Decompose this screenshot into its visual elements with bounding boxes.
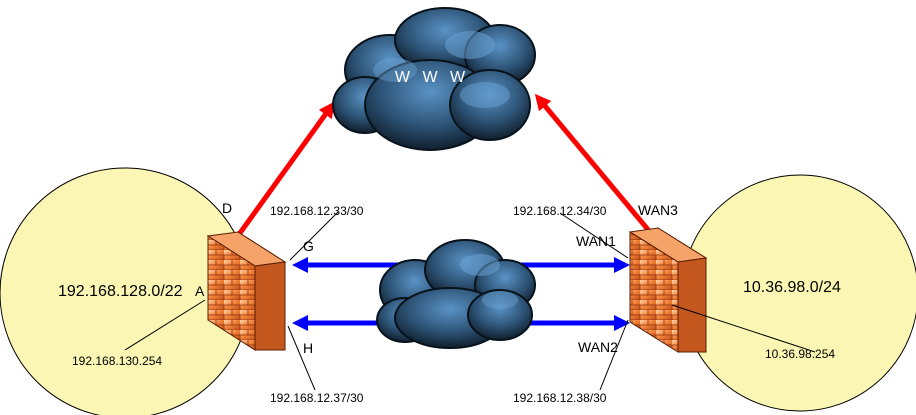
port-a-label: A bbox=[195, 283, 205, 299]
ip-h-label: 192.168.12.37/30 bbox=[270, 391, 364, 405]
wan-cloud-icon bbox=[376, 239, 536, 349]
left-network-label: 192.168.128.0/22 bbox=[58, 283, 183, 300]
leader-right-firewall-ip bbox=[671, 304, 816, 353]
port-d-label: D bbox=[222, 200, 232, 216]
right-network-label: 10.36.98.0/24 bbox=[743, 279, 841, 296]
leader-ip-g bbox=[289, 211, 339, 261]
right-firewall-ip-label: 10.36.98.254 bbox=[765, 347, 835, 361]
right-firewall-icon bbox=[628, 227, 708, 353]
ip-wan1-label: 192.168.12.34/30 bbox=[513, 204, 607, 218]
internet-cloud-label: W W W bbox=[395, 69, 469, 86]
ip-g-label: 192.168.12.33/30 bbox=[270, 204, 364, 218]
left-firewall-icon bbox=[206, 231, 287, 351]
leader-ip-wan2 bbox=[599, 319, 629, 391]
port-g-label: G bbox=[303, 238, 314, 254]
leader-ip-h bbox=[287, 325, 316, 391]
internet-cloud-icon: W W W bbox=[332, 7, 536, 151]
ip-wan2-label: 192.168.12.38/30 bbox=[513, 391, 607, 405]
port-h-label: H bbox=[303, 340, 313, 356]
left-internet-link bbox=[237, 101, 335, 235]
leader-ip-wan1 bbox=[559, 212, 629, 259]
right-internet-link bbox=[534, 93, 652, 234]
leader-left-firewall-ip bbox=[124, 299, 206, 351]
left-firewall-ip-label: 192.168.130.254 bbox=[72, 354, 162, 368]
wan3-label: WAN3 bbox=[638, 202, 678, 218]
wan1-label: WAN1 bbox=[576, 233, 616, 249]
wan2-label: WAN2 bbox=[578, 339, 618, 355]
